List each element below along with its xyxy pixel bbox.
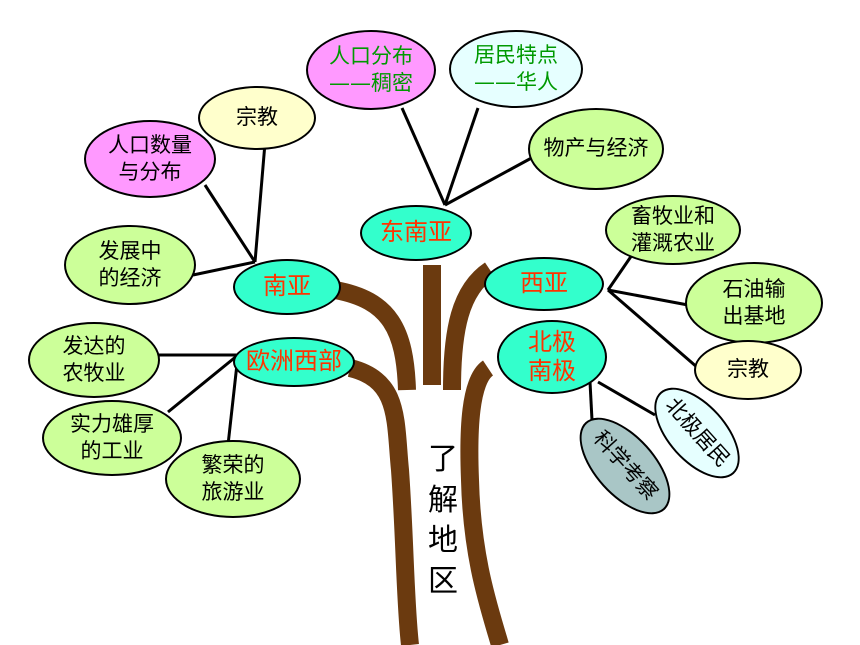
topic-we-industry: 实力雄厚 的工业 <box>42 400 182 476</box>
topic-sa-religion: 宗教 <box>198 86 316 150</box>
hub-polar-label: 北极 南极 <box>528 328 576 385</box>
tree-trunk <box>333 262 509 645</box>
hub-south-asia-label: 南亚 <box>263 272 311 301</box>
topic-sea-population: 人口分布 ——稠密 <box>306 30 436 110</box>
trunk-label: 了 解 地 区 <box>428 442 458 599</box>
hub-western-europe: 欧洲西部 <box>233 337 355 387</box>
connector-lines <box>158 107 699 446</box>
topic-we-agriculture: 发达的 农牧业 <box>28 322 160 398</box>
hub-southeast-asia-label: 东南亚 <box>380 218 452 247</box>
topic-wa-religion: 宗教 <box>694 340 802 400</box>
hub-southeast-asia: 东南亚 <box>360 205 472 261</box>
hub-west-asia-label: 西亚 <box>520 269 568 298</box>
topic-sea-residents: 居民特点 ——华人 <box>449 30 583 108</box>
topic-we-tourism: 繁荣的 旅游业 <box>165 440 301 518</box>
hub-south-asia: 南亚 <box>233 259 341 315</box>
topic-wa-agriculture: 畜牧业和 灌溉农业 <box>605 195 741 265</box>
hub-western-europe-label: 欧洲西部 <box>246 347 342 376</box>
hub-polar: 北极 南极 <box>497 320 607 394</box>
topic-wa-oil: 石油输 出基地 <box>685 262 823 344</box>
topic-sa-population: 人口数量 与分布 <box>84 120 216 198</box>
topic-sa-economy: 发展中 的经济 <box>64 225 196 305</box>
hub-west-asia: 西亚 <box>484 257 604 311</box>
topic-sea-economy: 物产与经济 <box>528 108 664 190</box>
